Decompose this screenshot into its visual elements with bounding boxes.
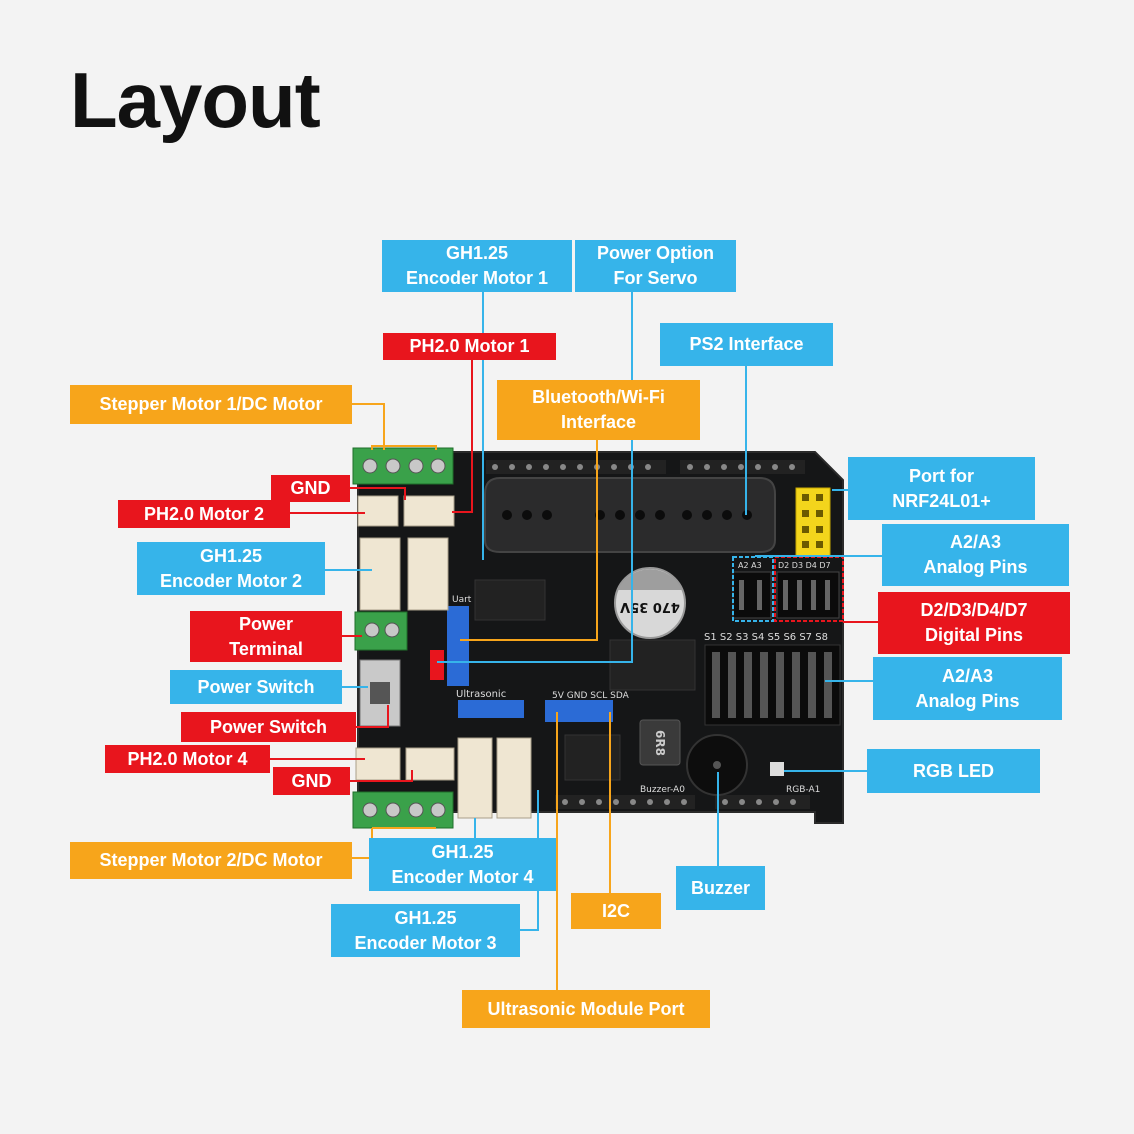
- chip-3: [564, 734, 621, 781]
- bottom-header-pins: [562, 799, 796, 805]
- label-d2-d3-d4-d7: D2/D3/D4/D7 Digital Pins: [878, 592, 1070, 654]
- svg-text:6R8: 6R8: [653, 730, 667, 756]
- i2c-connector: [545, 700, 613, 722]
- label-gnd-bottom: GND: [273, 767, 350, 795]
- label-ph20-motor-2: PH2.0 Motor 2: [118, 500, 290, 528]
- label-ps2-interface: PS2 Interface: [660, 323, 833, 366]
- terminal-top-screws: [362, 458, 446, 474]
- rgb-led: [770, 762, 784, 776]
- analog-digital-pins: [739, 580, 830, 610]
- label-power-option-servo: Power Option For Servo: [575, 240, 736, 292]
- digital-silk: D2 D3 D4 D7: [778, 561, 831, 570]
- servo-header: [704, 644, 841, 726]
- label-stepper-motor-2: Stepper Motor 2/DC Motor: [70, 842, 352, 879]
- terminal-bottom-screws: [362, 802, 446, 818]
- label-gh-encoder-motor-2: GH1.25 Encoder Motor 2: [137, 542, 325, 595]
- white-connectors: [355, 495, 532, 819]
- label-ultrasonic-port: Ultrasonic Module Port: [462, 990, 710, 1028]
- uart-connector: [447, 606, 469, 686]
- uart-silk: Uart: [452, 595, 472, 605]
- i2c-silk: 5V GND SCL SDA: [552, 691, 630, 701]
- chip-2: [474, 579, 546, 621]
- analog-silk: A2 A3: [738, 561, 762, 570]
- label-gh-encoder-motor-3: GH1.25 Encoder Motor 3: [331, 904, 520, 957]
- analog-highlight: [732, 556, 774, 622]
- label-ph20-motor-1: PH2.0 Motor 1: [383, 333, 556, 360]
- label-a2a3-bottom: A2/A3 Analog Pins: [873, 657, 1062, 720]
- buzzer-silk: Buzzer-A0: [640, 785, 685, 795]
- label-i2c: I2C: [571, 893, 661, 929]
- inductor: [639, 719, 681, 766]
- nrf-pins: [802, 494, 823, 548]
- bottom-header-right: [715, 795, 810, 809]
- chip-1: [609, 639, 696, 691]
- power-terminal: [354, 611, 408, 651]
- top-header-left: [486, 460, 666, 474]
- label-ph20-motor-4: PH2.0 Motor 4: [105, 745, 270, 773]
- label-power-terminal: Power Terminal: [190, 611, 342, 662]
- label-power-switch-red: Power Switch: [181, 712, 356, 742]
- page-title: Layout: [70, 56, 321, 144]
- rgb-silk: RGB-A1: [786, 785, 820, 795]
- top-header-pins: [492, 464, 795, 470]
- svg-text:470 35V: 470 35V: [620, 599, 680, 614]
- label-power-switch-blue: Power Switch: [170, 670, 342, 704]
- ps2-interface: [484, 477, 776, 553]
- label-rgb-led: RGB LED: [867, 749, 1040, 793]
- label-gh-encoder-motor-1: GH1.25 Encoder Motor 1: [382, 240, 572, 292]
- analog-header: [732, 571, 772, 619]
- label-gh-encoder-motor-4: GH1.25 Encoder Motor 4: [369, 838, 556, 891]
- ultrasonic-silk: Ultrasonic: [456, 689, 506, 700]
- label-bluetooth-wifi: Bluetooth/Wi-Fi Interface: [497, 380, 700, 440]
- bottom-header-left: [555, 795, 695, 809]
- servo-silk: S1 S2 S3 S4 S5 S6 S7 S8: [704, 632, 828, 643]
- servo-pins: [712, 652, 832, 718]
- label-a2a3-top: A2/A3 Analog Pins: [882, 524, 1069, 586]
- label-port-nrf: Port for NRF24L01+: [848, 457, 1035, 520]
- nrf-port: [795, 487, 831, 557]
- label-gnd-top: GND: [271, 475, 350, 502]
- label-buzzer: Buzzer: [676, 866, 765, 910]
- label-stepper-motor-1: Stepper Motor 1/DC Motor: [70, 385, 352, 424]
- servo-power-jumper: [430, 650, 444, 680]
- ultrasonic-connector: [458, 700, 524, 718]
